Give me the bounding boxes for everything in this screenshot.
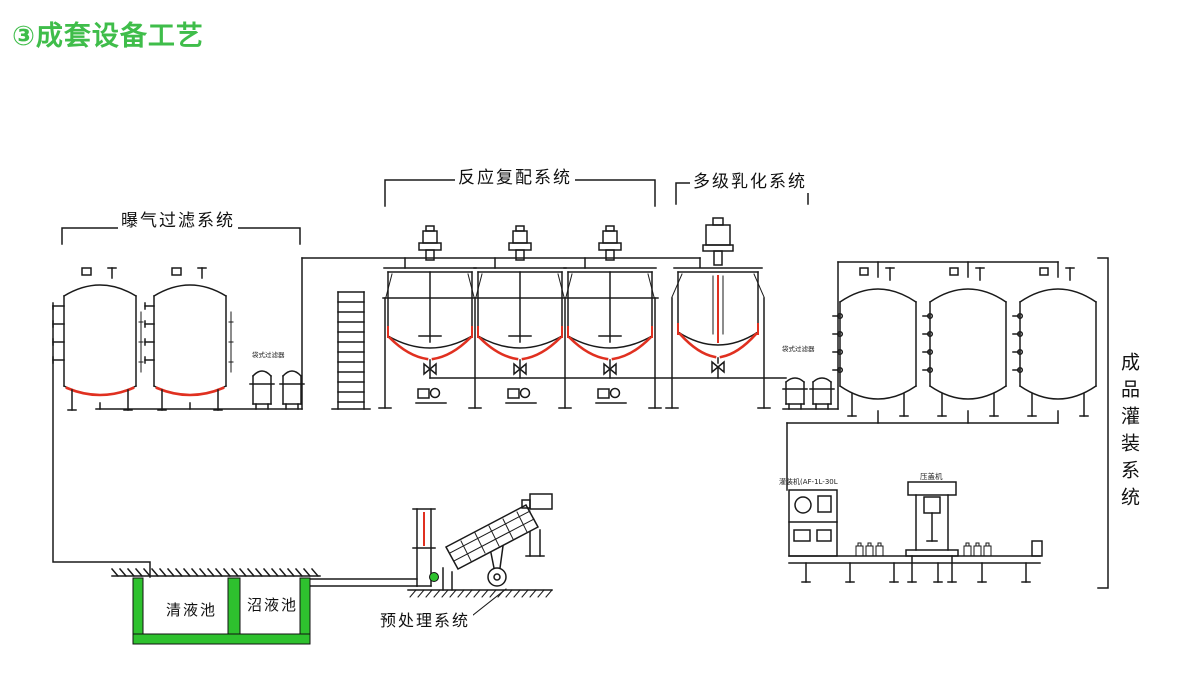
label-bag-filter-left: 袋式过滤器 — [252, 351, 285, 359]
label-aeration-system: 曝气过滤系统 — [118, 211, 238, 232]
label-capping-machine: 压盖机 — [920, 472, 943, 481]
label-reaction-system: 反应复配系统 — [455, 168, 575, 189]
label-emulsification-system: 多级乳化系统 — [690, 172, 810, 193]
aeration-tank-2 — [144, 267, 234, 411]
capping-machine — [905, 481, 959, 583]
storage-tank-2 — [922, 267, 1008, 417]
label-clear-pool: 清液池 — [166, 601, 218, 619]
bag-filter-unit-left — [249, 370, 305, 410]
reactor-1 — [383, 225, 477, 404]
pools — [110, 567, 321, 645]
staircase — [331, 291, 371, 410]
screw-press — [407, 493, 553, 598]
emulsifier-vessel — [665, 217, 771, 409]
aeration-tank-1 — [52, 267, 144, 411]
label-filling-system: 成品灌装系统 — [1116, 352, 1143, 514]
bag-filter-unit-right — [782, 377, 835, 410]
leader-pretreatment — [467, 588, 507, 620]
bracket-filling-system — [1097, 257, 1109, 589]
filling-machine — [788, 489, 838, 557]
page-title: ③成套设备工艺 — [12, 21, 204, 52]
storage-tank-1 — [832, 267, 918, 417]
label-pretreatment-system: 预处理系统 — [377, 611, 474, 631]
label-slurry-pool: 沼液池 — [247, 596, 299, 614]
piping-network — [52, 257, 1059, 587]
storage-tank-3 — [1012, 267, 1098, 417]
label-filling-machine: 灌装机(AF-1L-30L — [779, 478, 838, 486]
reactor-2 — [473, 225, 567, 404]
reactor-3 — [563, 225, 657, 404]
label-bag-filter-right: 袋式过滤器 — [782, 345, 815, 353]
